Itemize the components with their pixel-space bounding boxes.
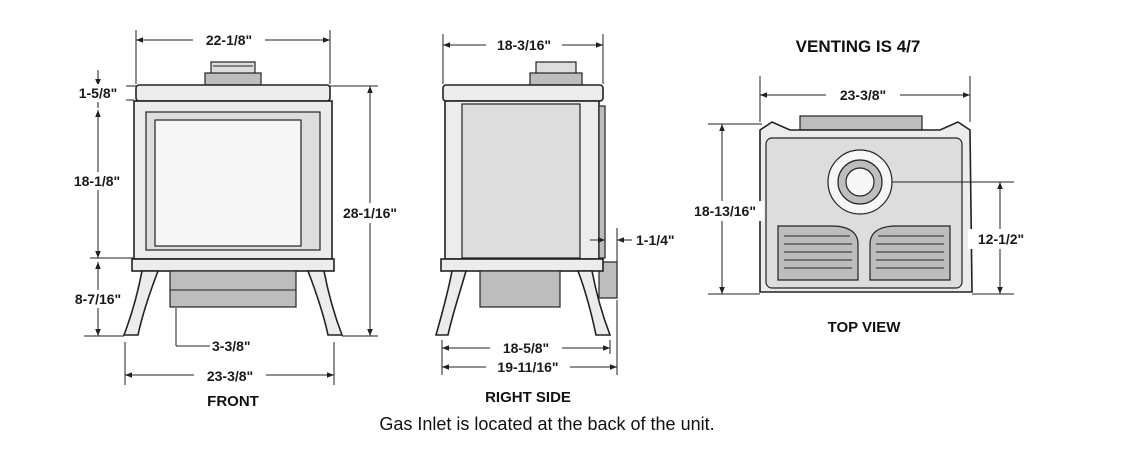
- dim-side-overall-depth: 19-11/16": [497, 359, 558, 375]
- dim-top-vent-center: 12-1/2": [978, 231, 1024, 247]
- top-louver-right: [869, 225, 951, 281]
- side-rear-shield: [598, 105, 606, 259]
- front-view: 22-1/8" 1-5/8" 18-1/8" 8-7/16" 28-1/16" …: [66, 30, 406, 410]
- dim-front-leg-height: 8-7/16": [75, 291, 121, 307]
- dim-front-inlet-offset: 3-3/8": [212, 338, 251, 354]
- venting-title: VENTING IS 4/7: [796, 37, 921, 56]
- dim-front-top-width: 22-1/8": [206, 32, 252, 48]
- dim-front-base-width: 23-3/8": [207, 368, 253, 384]
- side-leg-rear: [576, 270, 612, 336]
- top-rear-vent-strip: [799, 115, 923, 131]
- front-view-label: FRONT: [207, 393, 259, 410]
- side-leg-front: [434, 270, 468, 336]
- side-view: 18-3/16" 1-1/4" 18-5/8" 19-11/16" RIGHT …: [434, 34, 675, 406]
- dim-front-glass-height: 18-1/8": [74, 173, 120, 189]
- top-view: VENTING IS 4/7 23-3/8" 18-13/16" 12-1: [686, 37, 1034, 336]
- dim-top-width: 23-3/8": [840, 87, 886, 103]
- side-base: [440, 258, 604, 272]
- dim-side-leg-depth: 18-5/8": [503, 340, 549, 356]
- side-panel: [461, 103, 581, 259]
- dim-top-depth: 18-13/16": [694, 203, 756, 219]
- dim-side-inlet-projection: 1-1/4": [636, 232, 675, 248]
- front-base: [131, 258, 335, 272]
- front-leg-left: [122, 270, 160, 336]
- dim-front-overall-height: 28-1/16": [343, 205, 397, 221]
- front-glass: [154, 119, 302, 247]
- side-burner-box: [479, 270, 561, 308]
- front-top-plate: [135, 84, 331, 102]
- side-flue-collar: [529, 61, 583, 86]
- front-leg-right: [306, 270, 344, 336]
- top-vent-opening: [845, 167, 875, 197]
- dim-front-top-thickness: 1-5/8": [79, 85, 118, 101]
- dim-side-top-depth: 18-3/16": [497, 37, 551, 53]
- top-louver-left: [777, 225, 859, 281]
- side-view-label: RIGHT SIDE: [485, 389, 571, 406]
- side-top-plate: [442, 84, 604, 102]
- gas-inlet-caption: Gas Inlet is located at the back of the …: [379, 414, 714, 434]
- front-burner-box: [169, 270, 297, 308]
- front-flue-collar: [204, 61, 262, 86]
- top-view-label: TOP VIEW: [828, 319, 902, 336]
